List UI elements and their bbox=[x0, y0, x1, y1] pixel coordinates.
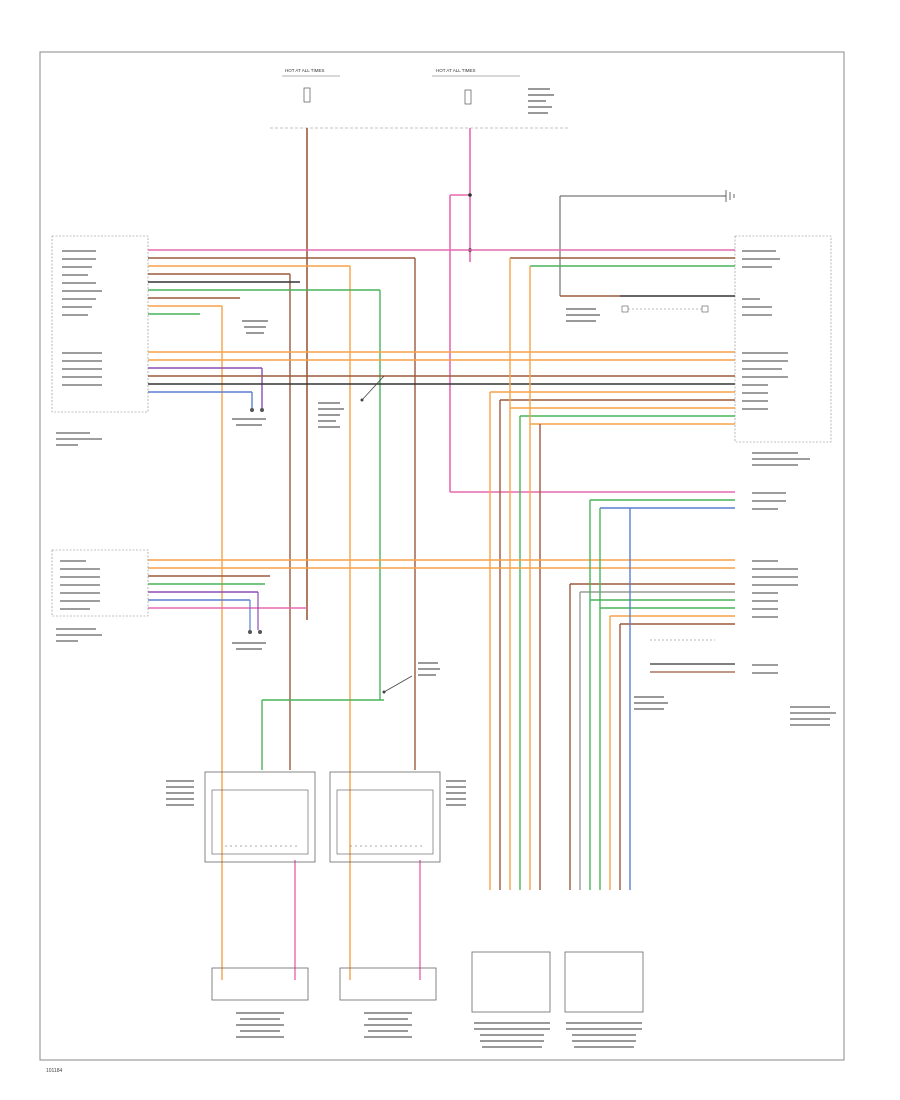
hot-at-all-times-label-1: HOT AT ALL TIMES bbox=[285, 68, 325, 73]
door-lock-motor-driver bbox=[232, 408, 266, 426]
left-front-door-module bbox=[471, 951, 551, 1013]
power-source-left: HOT AT ALL TIMES bbox=[282, 68, 340, 103]
ajar-switch-driver bbox=[242, 320, 268, 334]
rear-right-window-motor bbox=[211, 967, 309, 1001]
rear-door-ajar-switch bbox=[382, 662, 440, 694]
rear-right-window-switch bbox=[204, 771, 316, 863]
lock-cylinder-switch-passenger bbox=[634, 639, 735, 710]
lock-cylinder-switch-driver bbox=[566, 305, 709, 322]
rear-left-window-motor bbox=[339, 967, 437, 1001]
door-lock-motor-passenger bbox=[232, 630, 266, 650]
fuse-icon bbox=[464, 89, 472, 105]
diagram-frame bbox=[39, 51, 845, 1061]
hot-at-all-times-label-2: HOT AT ALL TIMES bbox=[436, 68, 476, 73]
rear-left-window-switch bbox=[329, 771, 441, 863]
driver-switch-connector bbox=[51, 235, 149, 413]
ground-symbol-icon bbox=[725, 190, 735, 202]
footer-id: 101184 bbox=[46, 1068, 63, 1074]
power-source-right: HOT AT ALL TIMES bbox=[432, 68, 554, 114]
driver-door-module-connector bbox=[734, 235, 832, 443]
switch-contact-icon bbox=[361, 375, 385, 401]
right-front-door-module bbox=[564, 951, 644, 1013]
passenger-switch-connector bbox=[51, 549, 149, 617]
fuse-icon bbox=[303, 87, 311, 103]
